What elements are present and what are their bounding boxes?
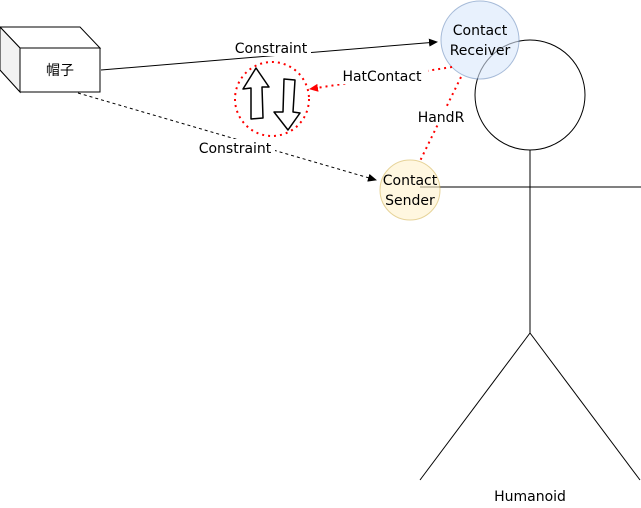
contact-sender-line2: Sender: [385, 193, 435, 209]
hatcontact-edge[interactable]: HatContact: [309, 66, 453, 92]
hat-node[interactable]: 帽子: [0, 26, 102, 94]
handr-label: HandR: [418, 110, 465, 126]
contact-receiver-line1: Contact: [453, 23, 508, 39]
humanoid-label: Humanoid: [494, 489, 566, 505]
hat-label: 帽子: [46, 63, 74, 79]
hatcontact-label: HatContact: [342, 69, 422, 85]
constraint-edge-top[interactable]: Constraint: [100, 38, 438, 71]
handr-edge[interactable]: HandR: [413, 76, 469, 162]
contact-sender-node[interactable]: Contact Sender: [379, 159, 441, 221]
contact-receiver-line2: Receiver: [450, 43, 511, 59]
constraint-edge-bottom[interactable]: Constraint: [77, 92, 377, 182]
contact-receiver-node[interactable]: Contact Receiver: [440, 0, 520, 80]
swap-arrows-icon[interactable]: [234, 61, 310, 137]
humanoid-right-leg: [529, 332, 641, 481]
humanoid-figure[interactable]: Humanoid: [419, 39, 641, 505]
humanoid-left-leg: [419, 332, 531, 481]
contact-sender-line1: Contact: [383, 173, 438, 189]
constraint-bottom-label: Constraint: [199, 141, 272, 157]
constraint-top-label: Constraint: [235, 41, 308, 57]
